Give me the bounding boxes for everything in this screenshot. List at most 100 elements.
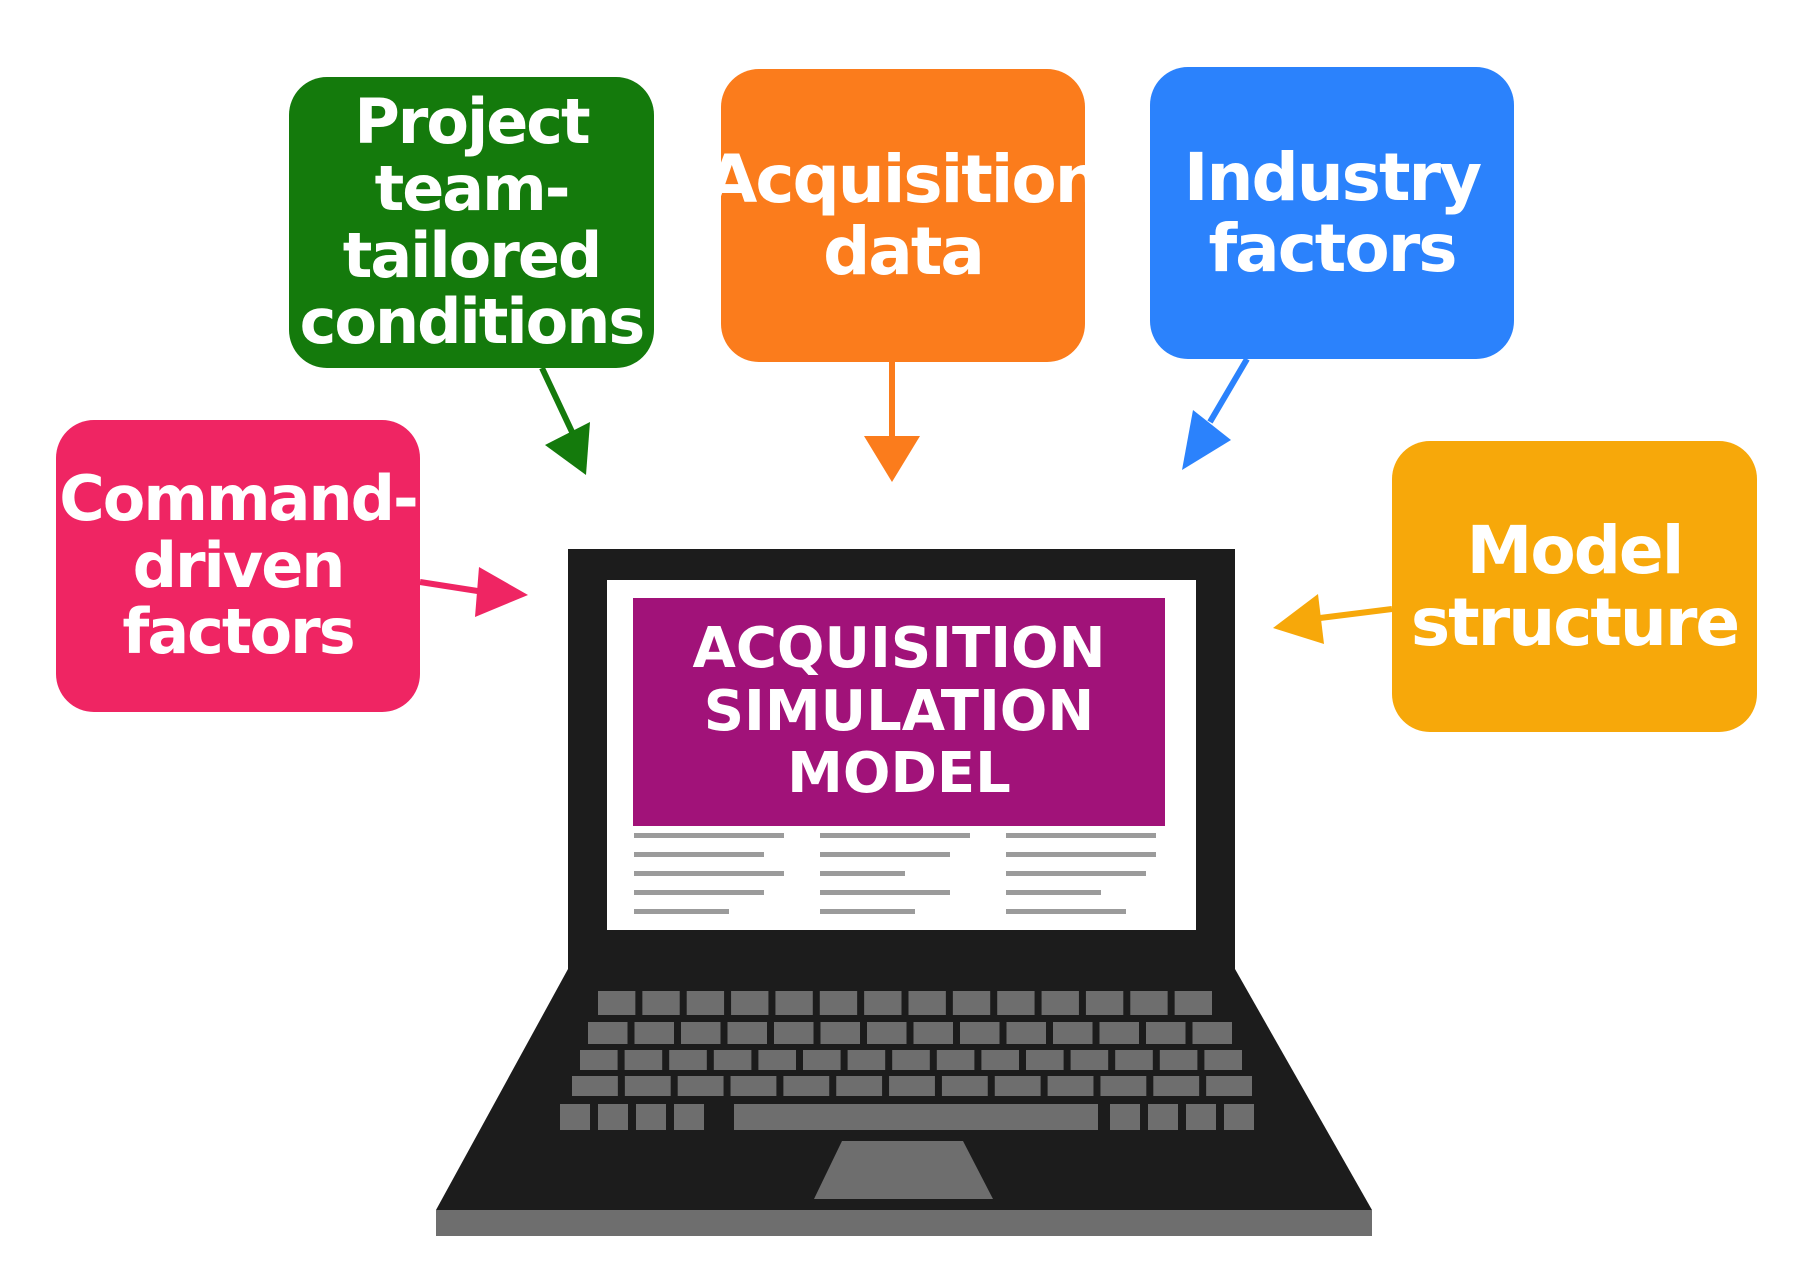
keyboard-key xyxy=(1174,991,1212,1015)
keyboard-key xyxy=(1100,1076,1147,1096)
keyboard-key xyxy=(758,1050,796,1070)
keyboard-key xyxy=(713,1050,752,1070)
keyboard-key xyxy=(624,1076,671,1096)
screen-text-line xyxy=(1006,909,1126,914)
screen-text-line xyxy=(634,890,764,895)
arrow-acquisition-data xyxy=(864,362,920,482)
arrow-project xyxy=(539,366,590,475)
keyboard-key xyxy=(560,1104,590,1130)
keyboard-key xyxy=(634,1022,674,1044)
keyboard-key xyxy=(783,1076,830,1096)
keyboard-key xyxy=(1130,991,1168,1015)
keyboard-key xyxy=(889,1076,935,1096)
keyboard-key xyxy=(1026,1050,1064,1070)
screen-text-line xyxy=(820,871,905,876)
screen-text-line xyxy=(820,890,950,895)
keyboard-key xyxy=(1110,1104,1140,1130)
keyboard-key xyxy=(1159,1050,1198,1070)
keyboard-key xyxy=(908,991,946,1015)
screen-title: ACQUISITION SIMULATION MODEL xyxy=(633,598,1165,826)
keyboard-key xyxy=(1085,991,1124,1015)
keyboard-key xyxy=(774,1022,814,1044)
screen-text-line xyxy=(634,833,784,838)
input-label: Industry factors xyxy=(1183,138,1482,287)
keyboard-key xyxy=(913,1022,953,1044)
keyboard-key xyxy=(580,1050,618,1070)
keyboard-key xyxy=(960,1022,1000,1044)
keyboard-key xyxy=(1070,1050,1109,1070)
keyboard-key xyxy=(730,1076,777,1096)
screen-text-line xyxy=(634,871,784,876)
input-label: Project team- tailored conditions xyxy=(299,84,646,359)
input-label: Model structure xyxy=(1410,512,1740,661)
input-box-industry-factors: Industry factors xyxy=(1150,67,1514,359)
keyboard-key xyxy=(867,1022,907,1044)
keyboard-key xyxy=(731,991,769,1015)
keyboard-key xyxy=(677,1076,724,1096)
keyboard-key xyxy=(734,1104,1098,1130)
arrow-command xyxy=(419,567,528,617)
keyboard-key xyxy=(1146,1022,1186,1044)
keyboard-key xyxy=(681,1022,721,1044)
keyboard-key xyxy=(819,991,858,1015)
screen-text-line xyxy=(634,909,729,914)
keyboard xyxy=(560,991,1254,1130)
keyboard-key xyxy=(941,1076,988,1096)
keyboard-key xyxy=(1206,1076,1252,1096)
laptop-front-edge xyxy=(436,1210,1372,1236)
input-box-model-structure: Model structure xyxy=(1392,441,1757,732)
arrow-industry xyxy=(1182,357,1250,470)
screen-text-line xyxy=(1006,890,1101,895)
keyboard-key xyxy=(588,1022,628,1044)
keyboard-key xyxy=(598,1104,628,1130)
trackpad xyxy=(814,1141,993,1199)
keyboard-key xyxy=(994,1076,1041,1096)
keyboard-key xyxy=(981,1050,1019,1070)
screen-text-lines xyxy=(634,833,1156,914)
keyboard-key xyxy=(775,991,813,1015)
keyboard-key xyxy=(636,1104,666,1130)
keyboard-key xyxy=(727,1022,767,1044)
screen-text-line xyxy=(820,833,970,838)
keyboard-key xyxy=(1006,1022,1046,1044)
arrow-model-structure xyxy=(1273,594,1393,644)
keyboard-key xyxy=(1192,1022,1232,1044)
keyboard-key xyxy=(1204,1050,1242,1070)
keyboard-key xyxy=(686,991,725,1015)
keyboard-key xyxy=(864,991,902,1015)
keyboard-key xyxy=(820,1022,860,1044)
screen-title-text: ACQUISITION SIMULATION MODEL xyxy=(692,615,1106,807)
keyboard-key xyxy=(836,1076,883,1096)
keyboard-key xyxy=(1099,1022,1139,1044)
input-box-command-driven-factors: Command- driven factors xyxy=(56,420,420,712)
keyboard-key xyxy=(892,1050,930,1070)
keyboard-key xyxy=(669,1050,707,1070)
screen-text-line xyxy=(820,909,915,914)
keyboard-key xyxy=(997,991,1035,1015)
keyboard-key xyxy=(1041,991,1079,1015)
keyboard-key xyxy=(1186,1104,1216,1130)
keyboard-key xyxy=(1115,1050,1153,1070)
input-box-acquisition-data: Acquisition data xyxy=(706,69,1102,362)
keyboard-key xyxy=(1224,1104,1254,1130)
keyboard-key xyxy=(624,1050,663,1070)
keyboard-key xyxy=(847,1050,886,1070)
keyboard-key xyxy=(1153,1076,1200,1096)
screen-text-line xyxy=(634,852,764,857)
keyboard-key xyxy=(803,1050,841,1070)
input-box-project-team-tailored-conditions: Project team- tailored conditions xyxy=(289,77,654,368)
keyboard-key xyxy=(642,991,680,1015)
screen-text-line xyxy=(1006,871,1146,876)
screen-title-panel xyxy=(633,598,1165,826)
screen-text-line xyxy=(1006,852,1156,857)
screen-text-line xyxy=(1006,833,1156,838)
laptop xyxy=(436,549,1372,1236)
keyboard-key xyxy=(1148,1104,1178,1130)
keyboard-key xyxy=(1053,1022,1093,1044)
keyboard-key xyxy=(936,1050,975,1070)
input-label: Command- driven factors xyxy=(59,461,418,669)
screen-text-line xyxy=(820,852,950,857)
keyboard-key xyxy=(674,1104,704,1130)
